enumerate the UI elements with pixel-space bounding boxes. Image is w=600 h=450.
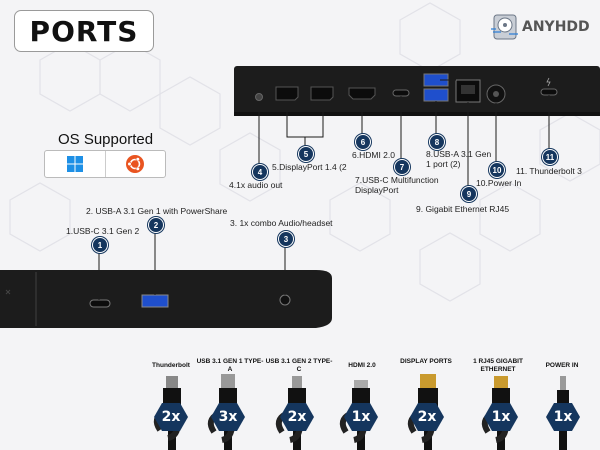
badge-6: 6 xyxy=(355,134,371,150)
os-logos-box xyxy=(44,150,166,178)
hexagon-icon xyxy=(484,403,518,431)
cable-count-ethernet: 1x xyxy=(484,402,518,432)
badge-2: 2 xyxy=(148,217,164,233)
badge-4: 4 xyxy=(252,164,268,180)
cable-label-power: POWER IN xyxy=(545,362,579,369)
badge-11: 11 xyxy=(542,149,558,165)
badge-1: 1 xyxy=(92,237,108,253)
cable-label-usb-c: USB 3.1 GEN 2 TYPE-C xyxy=(265,358,333,373)
badge-7: 7 xyxy=(394,159,410,175)
port-label-front-usb-a: 2. USB-A 3.1 Gen 1 with PowerShare xyxy=(86,206,228,216)
cables-row: Thunderbolt USB 3.1 GEN 1 TYPE-A USB 3.1… xyxy=(0,350,600,450)
hexagon-icon xyxy=(211,403,245,431)
port-label-front-usb-c: 1.USB-C 3.1 Gen 2 xyxy=(66,226,140,236)
title-box: PORTS xyxy=(14,10,154,52)
hexagon-icon xyxy=(546,403,580,431)
port-label-ethernet: 9. Gigabit Ethernet RJ45 xyxy=(416,204,510,214)
cable-count-power: 1x xyxy=(546,402,580,432)
brand-logo: ANYHDD xyxy=(490,12,590,42)
windows-cell xyxy=(45,151,105,177)
badge-10: 10 xyxy=(489,162,505,178)
hexagon-icon xyxy=(344,403,378,431)
brand-name: ANYHDD xyxy=(522,19,590,35)
port-label-front-audio: 3. 1x combo Audio/headset xyxy=(230,218,333,228)
badge-3: 3 xyxy=(278,231,294,247)
port-label-hdmi: 6.HDMI 2.0 xyxy=(352,150,395,160)
cable-label-hdmi: HDMI 2.0 xyxy=(348,362,376,369)
cable-count-usb-a: 3x xyxy=(211,402,245,432)
hexagon-icon xyxy=(410,403,444,431)
windows-logo-icon xyxy=(66,156,83,172)
ubuntu-logo-icon xyxy=(126,155,145,173)
cable-label-thunderbolt: Thunderbolt xyxy=(152,362,190,369)
os-heading: OS Supported xyxy=(58,131,154,148)
port-label-audio-out: 4.1x audio out xyxy=(229,180,283,190)
ubuntu-cell xyxy=(104,151,166,177)
badge-5: 5 xyxy=(298,146,314,162)
hard-drive-icon xyxy=(491,14,518,40)
badge-9: 9 xyxy=(461,186,477,202)
cable-count-thunderbolt: 2x xyxy=(154,402,188,432)
port-label-usb-c-dp: 7.USB-C Multifunction DisplayPort xyxy=(355,175,439,195)
cable-count-displayport: 2x xyxy=(410,402,444,432)
cable-count-usb-c: 2x xyxy=(280,402,314,432)
hexagon-icon xyxy=(280,403,314,431)
hexagon-icon xyxy=(154,403,188,431)
cable-label-displayport: DISPLAY PORTS xyxy=(400,358,452,365)
port-label-usb-a: 8.USB-A 3.1 Gen 1 port (2) xyxy=(426,149,492,169)
port-label-power: 10.Power In xyxy=(476,178,522,188)
page-title: PORTS xyxy=(29,14,139,48)
cable-label-ethernet: 1 RJ45 GIGABIT ETHERNET xyxy=(473,358,523,373)
cable-label-usb-a: USB 3.1 GEN 1 TYPE-A xyxy=(196,358,264,373)
badge-8: 8 xyxy=(429,134,445,150)
port-label-thunderbolt: 11. Thunderbolt 3 xyxy=(516,166,582,176)
cable-count-hdmi: 1x xyxy=(344,402,378,432)
port-label-displayport: 5.DisplayPort 1.4 (2 xyxy=(272,162,347,172)
